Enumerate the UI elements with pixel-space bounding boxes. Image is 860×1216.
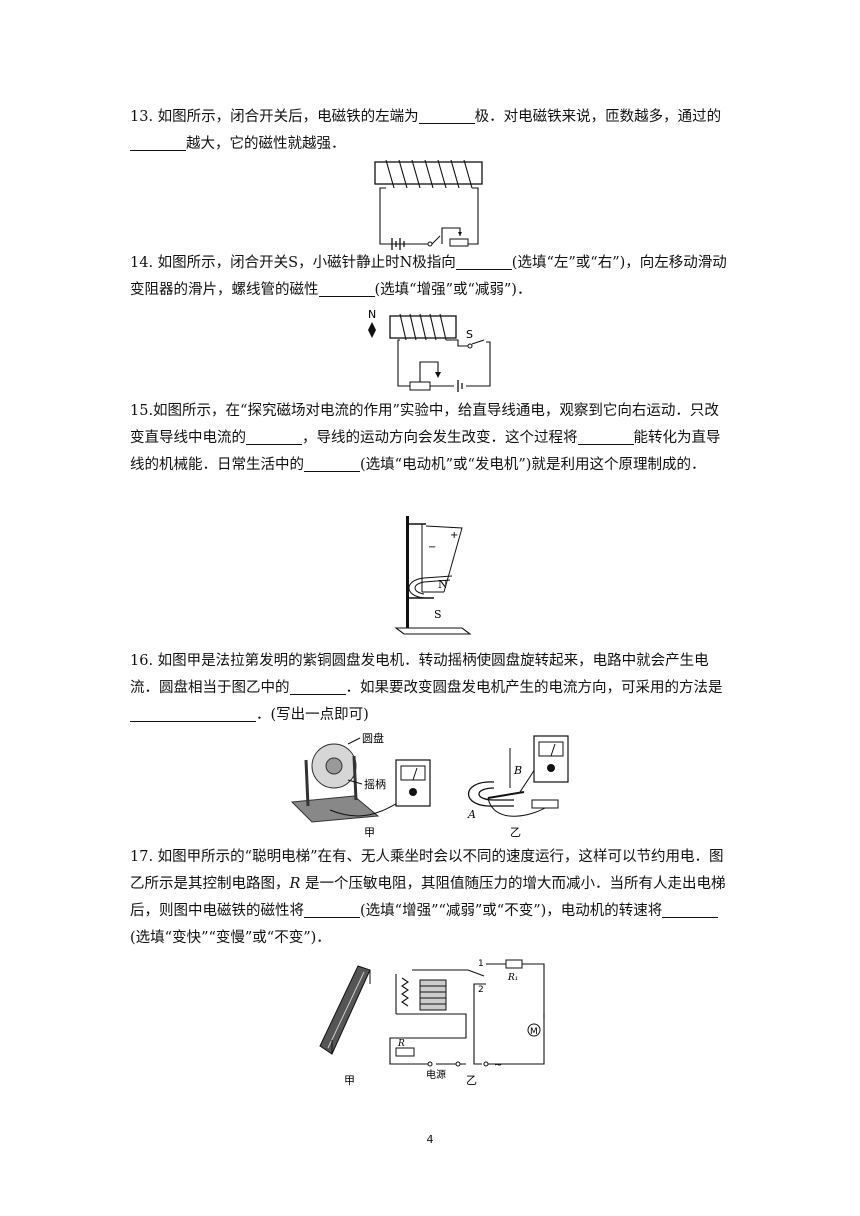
compass-needle-icon [368, 322, 376, 338]
r-label: R [397, 1039, 405, 1049]
caption-yi: 乙 [466, 1074, 477, 1087]
answer-blank[interactable] [289, 677, 346, 695]
compass-n-label: N [368, 308, 376, 321]
answer-blank[interactable] [577, 427, 634, 445]
question-15: 15.如图所示，在“探究磁场对电流的作用”实验中，给直导线通电，观察到它向右运动… [130, 398, 730, 479]
answer-blank[interactable] [304, 900, 360, 918]
minus-label: − [428, 542, 436, 553]
answer-blank[interactable] [662, 900, 719, 918]
point-b-label: B [513, 764, 522, 777]
r1-label: R₁ [507, 973, 518, 983]
galvanometer-yi [533, 735, 569, 783]
caption-yi: 乙 [510, 826, 521, 839]
motor-label: M [530, 1027, 538, 1037]
motor-icon [527, 1023, 541, 1037]
ac-label: ~ [494, 1060, 502, 1071]
answer-blank[interactable] [418, 106, 475, 124]
magnet-n-label: N [438, 578, 448, 591]
q17-r-symbol: R [289, 876, 301, 892]
switch-yi [531, 799, 559, 809]
caption-jia: 甲 [364, 826, 375, 839]
q14-text-c: (选填“增强”或“减弱”)． [374, 282, 532, 298]
page-number: 4 [426, 1133, 434, 1146]
q17-elevator-figure: 甲 R₁ 1 2 M R 电源 ~ 乙 [316, 954, 548, 1090]
q13-text-b: 极．对电磁铁来说，匝数越多，通过的 [474, 109, 722, 125]
answer-blank[interactable] [130, 133, 186, 151]
question-17: 17. 如图甲所示的“聪明电梯”在有、无人乘坐时会以不同的速度运行，这样可以节约… [130, 844, 730, 952]
q13-electromagnet-figure [372, 158, 488, 250]
q17-text-b: 是一个压敏电阻，其阻值随压力的增大而减小．当所有人走出电梯后，则图中电磁铁的磁性… [130, 876, 726, 919]
q17-text-a: 17. 如图甲所示的“聪明电梯”在有、无人乘坐时会以不同的速度运行，这样可以节约… [130, 849, 724, 892]
point-a-label: A [467, 808, 476, 821]
crank-label: 摇柄 [364, 777, 386, 791]
answer-blank[interactable] [130, 704, 256, 722]
q14-text-b: (选填“左”或“右”)，向左移动滑动变阻器的滑片，螺线管的磁性 [130, 255, 727, 298]
q17-text-c: (选填“增强”“减弱”或“不变”)，电动机的转速将 [360, 903, 663, 919]
q16-text-a: 16. 如图甲是法拉第发明的紫铜圆盘发电机．转动摇柄使圆盘旋转起来，电路中就会产… [130, 653, 709, 696]
question-14: 14. 如图所示，闭合开关S，小磁针静止时N极指向(选填“左”或“右”)，向左移… [130, 250, 730, 304]
q16-text-b: ．如果要改变圆盘发电机产生的电流方向，可采用的方法是 [345, 680, 723, 696]
q16-text-c: ．(写出一点即可) [256, 707, 369, 723]
question-16: 16. 如图甲是法拉第发明的紫铜圆盘发电机．转动摇柄使圆盘旋转起来，电路中就会产… [130, 648, 730, 729]
electromagnet-coil [419, 979, 447, 1011]
q15-text-d: (选填“电动机”或“发电机”)就是利用这个原理制成的． [360, 457, 706, 473]
q14-solenoid-figure: N S [362, 306, 496, 392]
q15-text-b: ，导线的运动方向会发生改变．这个过程将 [302, 430, 578, 446]
galvanometer-jia [395, 759, 431, 807]
power-source-label: 电源 [426, 1068, 446, 1081]
contact-2-label: 2 [478, 985, 484, 995]
answer-blank[interactable] [246, 427, 302, 445]
question-13: 13. 如图所示，闭合开关后，电磁铁的左端为 极．对电磁铁来说，匝数越多，通过的越… [130, 104, 730, 158]
caption-jia: 甲 [344, 1074, 355, 1087]
magnet-s-label: S [434, 608, 442, 621]
disc-label: 圆盘 [362, 731, 384, 745]
q15-text-c: 能转化为直导线的机械能．日常生活中的 [130, 430, 721, 473]
answer-blank[interactable] [304, 454, 360, 472]
q15-motor-experiment-figure: − + N S [392, 512, 472, 640]
switch-s-label: S [466, 328, 473, 341]
q13-text-c: 越大，它的磁性就越强． [186, 136, 346, 152]
q15-text-a: 15.如图所示，在“探究磁场对电流的作用”实验中，给直导线通电，观察到它向右运动… [130, 403, 719, 446]
plus-label: + [450, 530, 458, 541]
q13-text-a: 13. 如图所示，闭合开关后，电磁铁的左端为 [130, 109, 419, 125]
contact-1-label: 1 [478, 959, 484, 969]
q16-disc-generator-figure: 圆盘 摇柄 甲 B A 乙 [284, 730, 576, 842]
answer-blank[interactable] [455, 252, 512, 270]
answer-blank[interactable] [318, 279, 375, 297]
q14-text-a: 14. 如图所示，闭合开关S，小磁针静止时N极指向 [130, 255, 456, 271]
q17-text-d: (选填“变快”“变慢”或“不变”)． [130, 930, 331, 946]
